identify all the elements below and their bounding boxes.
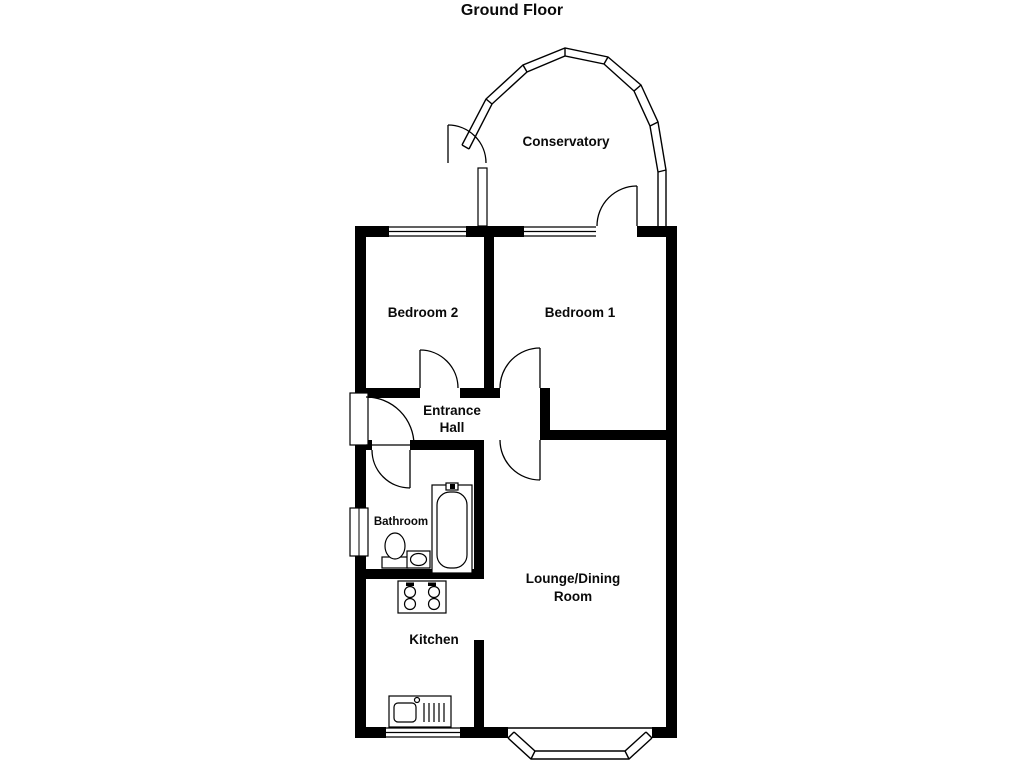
label-entrance-hall-line1: Entrance [423, 403, 481, 418]
window-kitchen-bottom [386, 727, 460, 738]
conservatory-outer-door [447, 124, 487, 164]
entrance-door-frame [349, 392, 369, 446]
outer-walls [355, 226, 677, 738]
conservatory-glazing [461, 47, 667, 226]
door-bathroom [371, 449, 411, 489]
label-lounge-line1: Lounge/Dining [526, 571, 620, 586]
page-title: Ground Floor [461, 2, 563, 19]
bay-window [507, 727, 653, 760]
label-conservatory: Conservatory [522, 134, 610, 149]
label-bedroom2: Bedroom 2 [388, 305, 459, 320]
stove [397, 580, 447, 614]
door-bedroom2 [419, 349, 459, 389]
door-lounge [499, 439, 541, 481]
label-bedroom1: Bedroom 1 [545, 305, 616, 320]
kitchen-sink [388, 695, 452, 728]
window-conservatory-wall [524, 226, 596, 237]
bathroom-sink [406, 550, 431, 569]
door-conservatory-house [596, 185, 638, 237]
label-lounge-line2: Room [554, 589, 592, 604]
window-bedroom2-top [389, 226, 466, 237]
door-entrance [365, 396, 415, 446]
label-kitchen: Kitchen [409, 632, 459, 647]
label-bathroom: Bathroom [374, 516, 428, 528]
window-bathroom-left [349, 507, 369, 557]
label-entrance-hall-line2: Hall [440, 420, 465, 435]
door-bedroom1 [499, 347, 541, 389]
conservatory-left-wall [477, 167, 488, 227]
bathtub [431, 482, 473, 574]
